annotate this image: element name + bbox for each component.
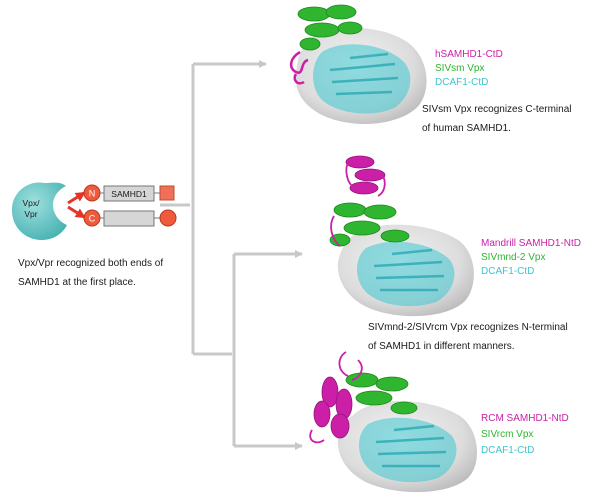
samhd1-ntd-helices-2 — [345, 155, 386, 195]
samhd1-ntd-coil-3 — [309, 351, 363, 444]
vpx-vpr-blob — [11, 182, 68, 240]
structure-2-caption-line2: of SAMHD1 in different manners. — [368, 341, 515, 352]
dcaf1-strands-3 — [375, 424, 447, 468]
vpr-label-line2: Vpr — [24, 209, 37, 219]
structure-1-label-dcaf1: DCAF1-CtD — [435, 77, 488, 88]
samhd1-ntd-coil-2 — [330, 159, 386, 247]
red-arrow-to-c — [67, 205, 86, 219]
dcaf1-core-1 — [313, 44, 411, 114]
structure-1-label-samhd1: hSAMHD1-CtD — [435, 49, 503, 60]
vpx-helices-3 — [345, 372, 418, 415]
schematic-caption-line2: SAMHD1 at the first place. — [18, 277, 136, 288]
vpx-vpr-schematic: Vpx/ Vpr N SAMHD1 C — [11, 182, 177, 240]
c-terminal-round-end — [159, 209, 177, 227]
vpx-helices-1 — [297, 4, 363, 51]
structure-3-label-dcaf1: DCAF1-CtD — [481, 445, 534, 456]
structure-1-caption-line1: SIVsm Vpx recognizes C-terminal — [422, 104, 572, 115]
structure-1-caption-line2: of human SAMHD1. — [422, 123, 511, 134]
structure-2-image — [329, 155, 474, 317]
schematic-caption-line1: Vpx/Vpr recognized both ends of — [18, 258, 163, 269]
structure-3-label-samhd1: RCM SAMHD1-NtD — [481, 413, 569, 424]
structure-1-image — [289, 4, 427, 124]
vpx-label-line1: Vpx/ — [22, 198, 40, 208]
structure-3-image — [309, 351, 478, 493]
samhd1-domain-box-bottom — [103, 210, 155, 227]
samhd1-ntd-helices-3 — [313, 376, 353, 439]
dcaf1-strands-1 — [329, 52, 399, 96]
n-terminal-label: N — [89, 189, 96, 199]
samhd1-ctd-coils-1 — [289, 50, 309, 85]
vpx-helices-2 — [329, 202, 410, 247]
dcaf1-strands-2 — [373, 248, 445, 292]
c-terminal-square-top — [159, 185, 175, 201]
red-arrow-to-n — [67, 191, 86, 205]
connector-lines — [160, 60, 303, 450]
structure-1-label-vpx: SIVsm Vpx — [435, 63, 484, 74]
structure-2-label-samhd1: Mandrill SAMHD1-NtD — [481, 238, 581, 249]
c-terminal-label: C — [89, 214, 96, 224]
structure-2-label-dcaf1: DCAF1-CtD — [481, 266, 534, 277]
samhd1-box-label: SAMHD1 — [111, 189, 147, 199]
structure-3-label-vpx: SIVrcm Vpx — [481, 429, 533, 440]
structure-2-label-vpx: SIVmnd-2 Vpx — [481, 252, 545, 263]
structure-2-caption-line1: SIVmnd-2/SIVrcm Vpx recognizes N-termina… — [368, 322, 568, 333]
